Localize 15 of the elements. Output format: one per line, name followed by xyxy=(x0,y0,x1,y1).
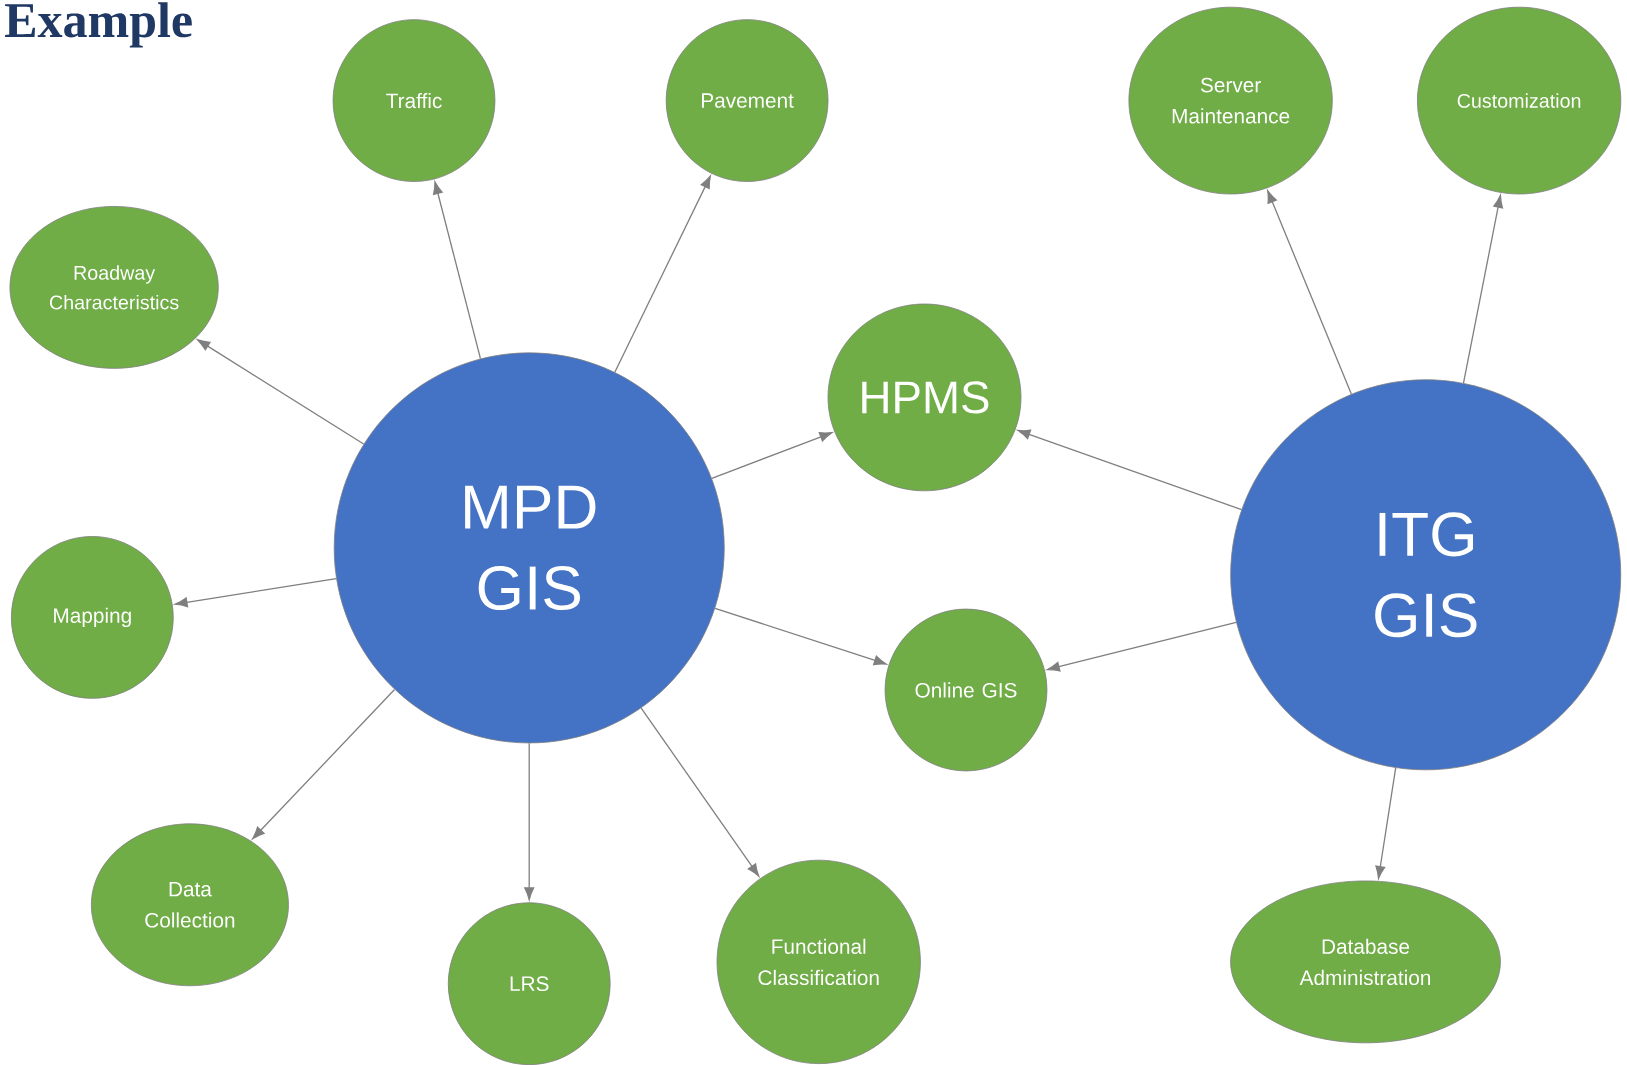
arrow xyxy=(1046,621,1237,672)
title: Example xyxy=(5,2,192,48)
arrow xyxy=(524,742,535,901)
arrow xyxy=(1375,767,1397,879)
arrow xyxy=(174,577,337,608)
arrow xyxy=(1017,429,1243,511)
arrow xyxy=(1267,190,1352,395)
arrow xyxy=(197,339,365,445)
arrow xyxy=(252,688,396,840)
arrow xyxy=(714,607,887,666)
arrow xyxy=(614,175,711,373)
arrow xyxy=(1462,194,1504,384)
arrow xyxy=(711,432,833,479)
arrow xyxy=(640,707,760,877)
arrow xyxy=(433,181,482,360)
